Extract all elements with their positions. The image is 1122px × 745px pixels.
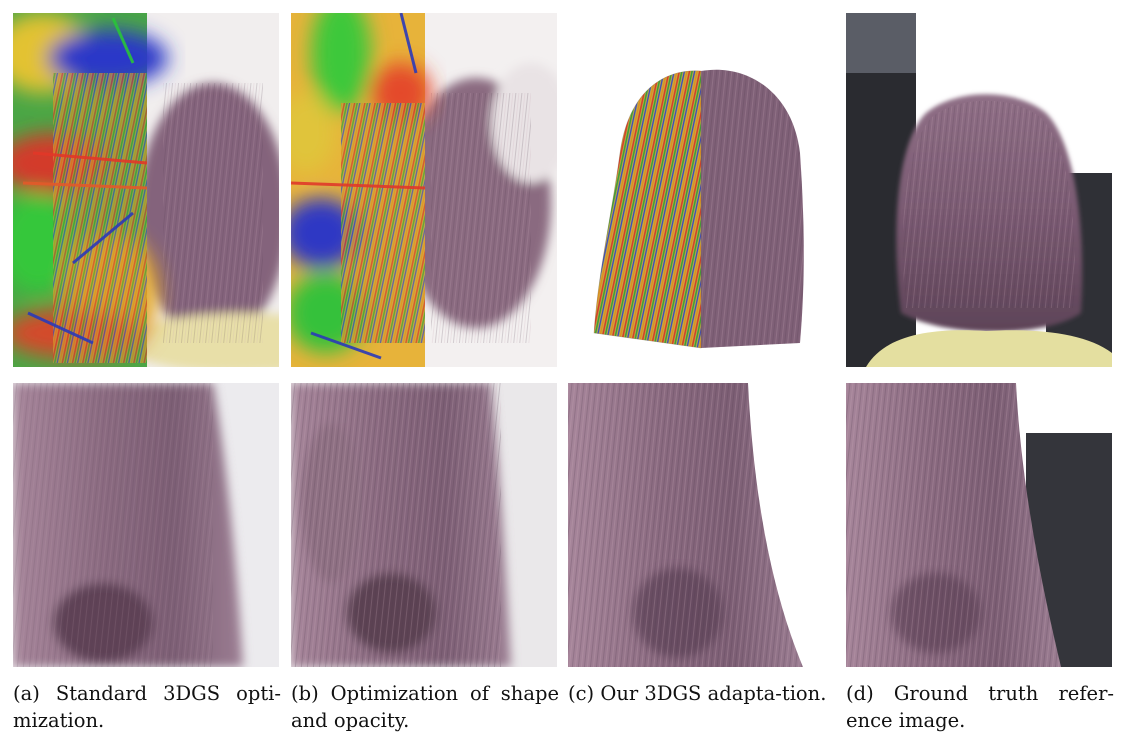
panel-d-closeup	[846, 383, 1112, 667]
caption-d-label: (d)	[846, 682, 874, 705]
caption-b: (b) Optimization of shape and opacity.	[291, 680, 559, 734]
caption-a: (a) Standard 3DGS opti-mization.	[13, 680, 281, 734]
panel-d-full-view	[846, 13, 1112, 367]
caption-a-text: Standard 3DGS opti-mization.	[13, 682, 281, 732]
caption-d: (d) Ground truth refer-ence image.	[846, 680, 1114, 734]
panel-a-closeup	[13, 383, 279, 667]
panel-a-full-view	[13, 13, 279, 367]
caption-a-label: (a)	[13, 682, 40, 705]
caption-c: (c) Our 3DGS adapta-tion.	[568, 680, 836, 707]
caption-d-text: Ground truth refer-ence image.	[846, 682, 1114, 732]
panel-b-closeup	[291, 383, 557, 667]
panel-b-full-view	[291, 13, 557, 367]
caption-b-label: (b)	[291, 682, 319, 705]
caption-c-label: (c)	[568, 682, 595, 705]
caption-b-text: Optimization of shape and opacity.	[291, 682, 560, 732]
panel-c-closeup	[568, 383, 834, 667]
caption-c-text: Our 3DGS adapta-tion.	[600, 682, 827, 705]
panel-c-full-view	[568, 13, 834, 367]
